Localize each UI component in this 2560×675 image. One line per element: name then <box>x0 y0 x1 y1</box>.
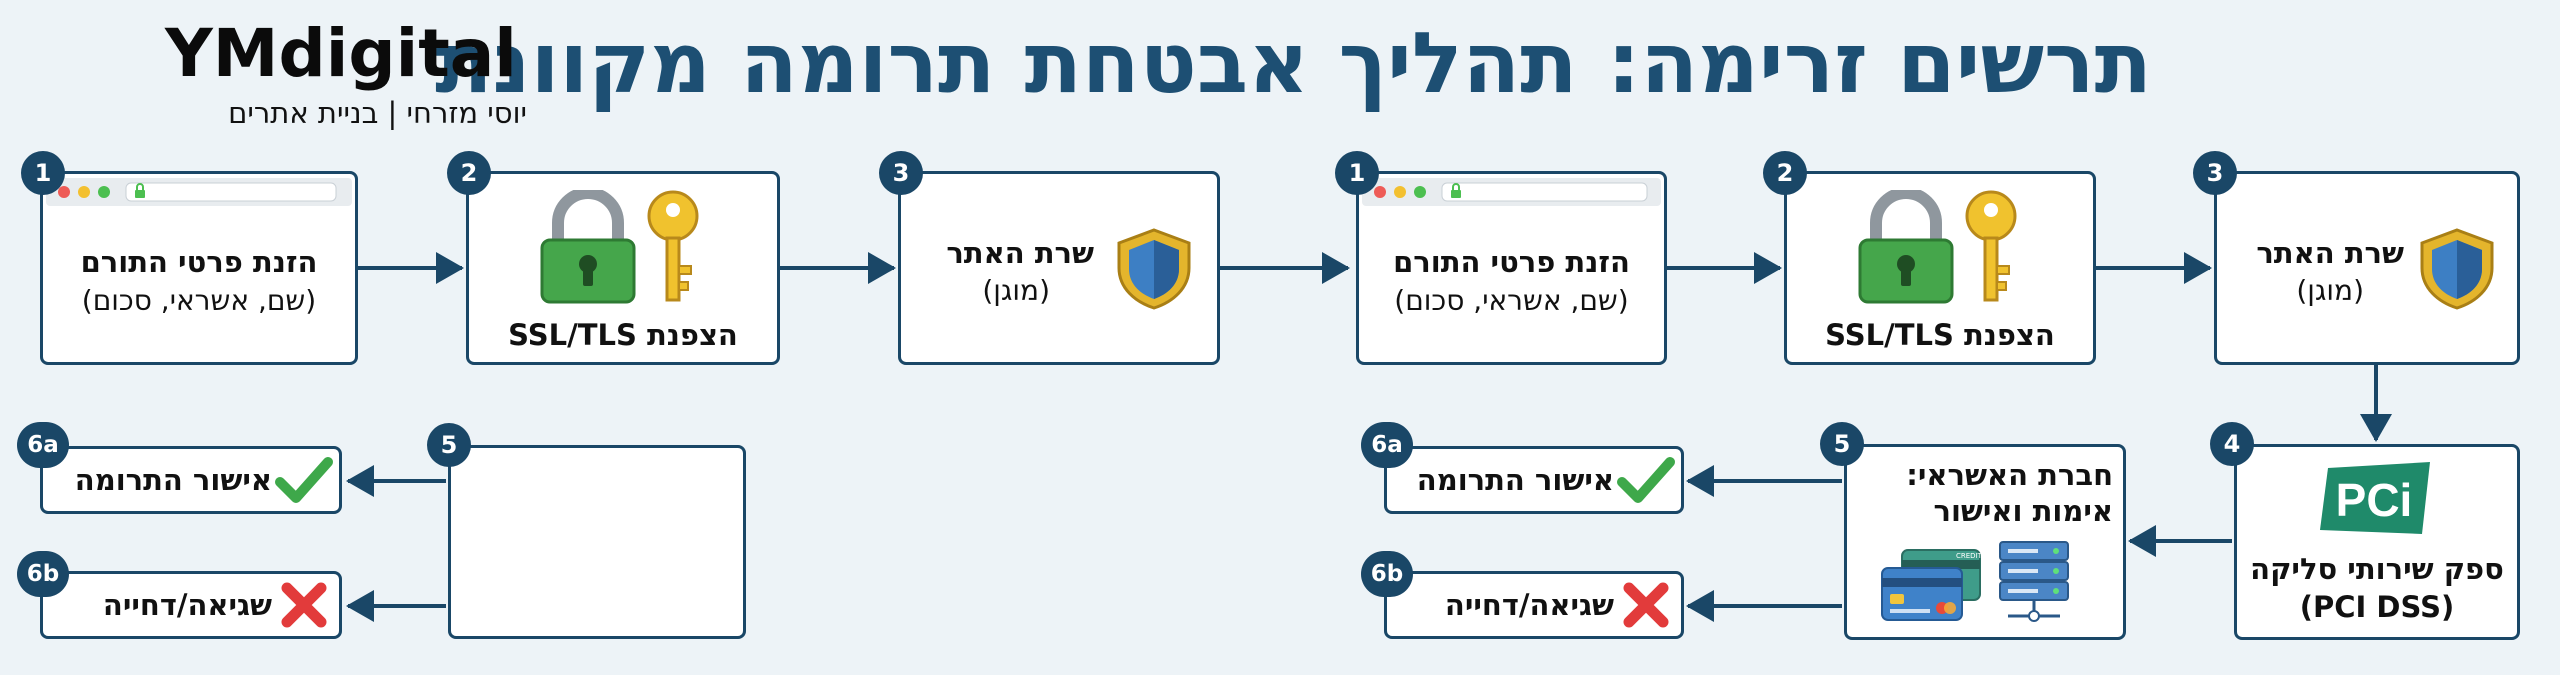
left-step6b-label: שגיאה/דחייה <box>102 588 272 622</box>
brand-logo: YMdigital <box>165 15 517 92</box>
author-line: יוסי מזרחי | בניית אתרים <box>228 96 527 130</box>
checkmark-icon <box>1617 457 1675 503</box>
right-step2-label: הצפנת SSL/TLS <box>1825 318 2055 352</box>
browser-window-icon <box>1362 178 1661 206</box>
right-step6a-label: אישור התרומה <box>1416 463 1614 497</box>
padlock-icon <box>1858 190 1954 304</box>
left-step3-title: שרת האתר <box>946 236 1094 270</box>
left-step2-badge: 2 <box>447 151 491 195</box>
right-step3-badge: 3 <box>2193 151 2237 195</box>
right-step1-subtitle: (שם, אשראי, סכום) <box>1394 284 1629 317</box>
right-step6b-box <box>1384 571 1684 639</box>
key-icon <box>1965 190 2017 302</box>
right-step4-title: ספק שירותי סליקה <box>2250 552 2504 586</box>
left-step5-box <box>448 445 746 639</box>
left-step6b-badge: 6b <box>17 551 69 597</box>
right-step3-subtitle: (מוגן) <box>2296 274 2364 307</box>
left-step1-subtitle: (שם, אשראי, סכום) <box>81 284 317 317</box>
right-step5-box <box>1844 444 2126 640</box>
left-step6b-box <box>40 571 342 639</box>
shield-icon <box>2420 228 2494 310</box>
left-step3-box <box>898 171 1220 365</box>
left-step5-badge: 5 <box>427 423 471 467</box>
checkmark-icon <box>275 457 333 503</box>
right-step1-badge: 1 <box>1335 151 1379 195</box>
right-step4-subtitle: (PCI DSS) <box>2299 590 2455 624</box>
left-step6a-label: אישור התרומה <box>74 463 272 497</box>
pci-logo-text: PCi <box>2336 474 2413 526</box>
padlock-icon <box>540 190 636 304</box>
left-step1-title: הזנת פרטי התורם <box>80 245 318 279</box>
left-step1-badge: 1 <box>21 151 65 195</box>
right-step6a-box <box>1384 446 1684 514</box>
right-step4-badge: 4 <box>2210 422 2254 466</box>
right-step2-badge: 2 <box>1763 151 1807 195</box>
key-icon <box>647 190 699 302</box>
right-step5-badge: 5 <box>1820 422 1864 466</box>
left-step6a-badge: 6a <box>17 422 69 468</box>
cross-icon <box>1623 582 1669 628</box>
left-step2-label: הצפנת SSL/TLS <box>508 318 738 352</box>
shield-icon <box>1117 228 1191 310</box>
right-step6b-badge: 6b <box>1361 551 1413 597</box>
right-step5-title-line1: חברת האשראי: <box>1906 458 2113 492</box>
pci-logo-icon: PCi <box>2320 462 2430 534</box>
right-step1-title: הזנת פרטי התורם <box>1393 245 1630 279</box>
right-step6b-label: שגיאה/דחייה <box>1444 588 1614 622</box>
browser-window-icon <box>46 178 352 206</box>
cross-icon <box>281 582 327 628</box>
left-step6a-box <box>40 446 342 514</box>
credit-card-icon: CREDIT <box>1881 549 1983 621</box>
credit-card-text: CREDIT <box>1956 552 1983 560</box>
right-step5-title-line2: אימות ואישור <box>1933 494 2113 528</box>
server-icon <box>1999 541 2069 622</box>
left-step3-subtitle: (מוגן) <box>982 274 1050 307</box>
right-step6a-badge: 6a <box>1361 422 1413 468</box>
right-step3-title: שרת האתר <box>2256 236 2404 270</box>
left-step3-badge: 3 <box>879 151 923 195</box>
page-title: תרשים זרימה: תהליך אבטחת תרומה מקוונת <box>435 14 2152 112</box>
